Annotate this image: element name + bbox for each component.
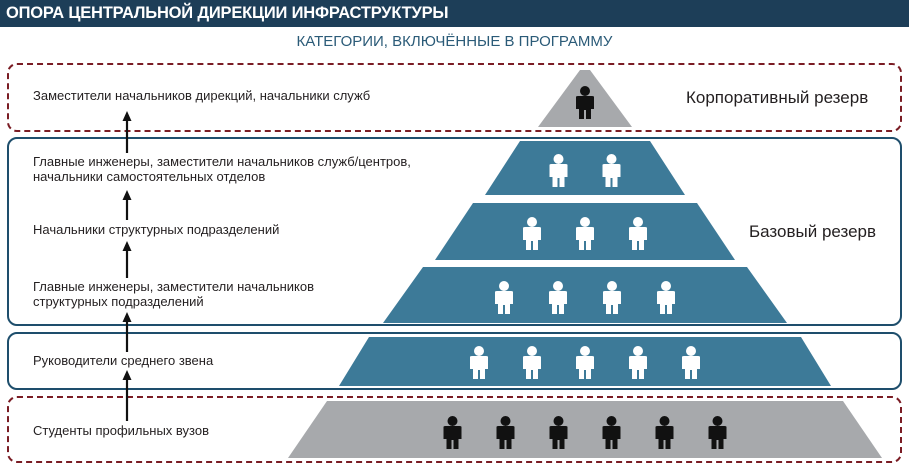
person-icon [576, 86, 594, 119]
person-icon [443, 416, 462, 449]
base-reserve-label: Базовый резерв [749, 222, 877, 241]
person-icon [602, 154, 621, 187]
person-icon [470, 346, 488, 379]
person-icon [496, 416, 515, 449]
person-icon [657, 281, 675, 314]
person-icon [576, 217, 594, 250]
middle-managers-box [7, 332, 902, 390]
progression-arrows [122, 111, 132, 421]
person-icon [603, 281, 621, 314]
person-icon [576, 346, 594, 379]
header-bar: ОПОРА ЦЕНТРАЛЬНОЙ ДИРЕКЦИИ ИНФРАСТРУКТУР… [0, 0, 909, 27]
base-reserve-box [7, 137, 902, 326]
page-title: ОПОРА ЦЕНТРАЛЬНОЙ ДИРЕКЦИИ ИНФРАСТРУКТУР… [6, 4, 449, 22]
person-icon [495, 281, 513, 314]
person-icon [549, 281, 567, 314]
up-arrow-icon [122, 190, 132, 220]
up-arrow-icon [122, 370, 132, 421]
person-icon [602, 416, 621, 449]
up-arrow-icon [122, 241, 132, 278]
person-icon [629, 346, 647, 379]
page-subtitle: КАТЕГОРИИ, ВКЛЮЧЁННЫЕ В ПРОГРАММУ [296, 33, 613, 50]
person-icon [523, 217, 541, 250]
person-icon [682, 346, 700, 379]
students-box [7, 396, 902, 463]
person-icon [523, 346, 541, 379]
level-label-3: Начальники структурных подразделений [33, 222, 280, 237]
person-icon [549, 154, 568, 187]
up-arrow-icon [122, 312, 132, 352]
up-arrow-icon [122, 111, 132, 153]
level-label-1: Заместители начальников дирекций, началь… [33, 88, 371, 103]
level-label-5: Руководители среднего звена [33, 353, 214, 368]
pyramid-level-2 [485, 141, 685, 195]
corporate-reserve-label: Корпоративный резерв [686, 88, 869, 107]
level-label-4: Главные инженеры, заместители начальнико… [33, 279, 315, 309]
level-label-6: Студенты профильных вузов [33, 423, 209, 438]
corporate-reserve-box [7, 63, 902, 132]
pyramid-levels [288, 70, 882, 458]
pyramid-level-6 [288, 401, 882, 458]
person-icon [549, 416, 568, 449]
person-icon [655, 416, 674, 449]
level-label-2: Главные инженеры, заместители начальнико… [33, 154, 411, 184]
person-icon [629, 217, 647, 250]
person-icon [708, 416, 727, 449]
pyramid-level-4 [383, 267, 787, 323]
